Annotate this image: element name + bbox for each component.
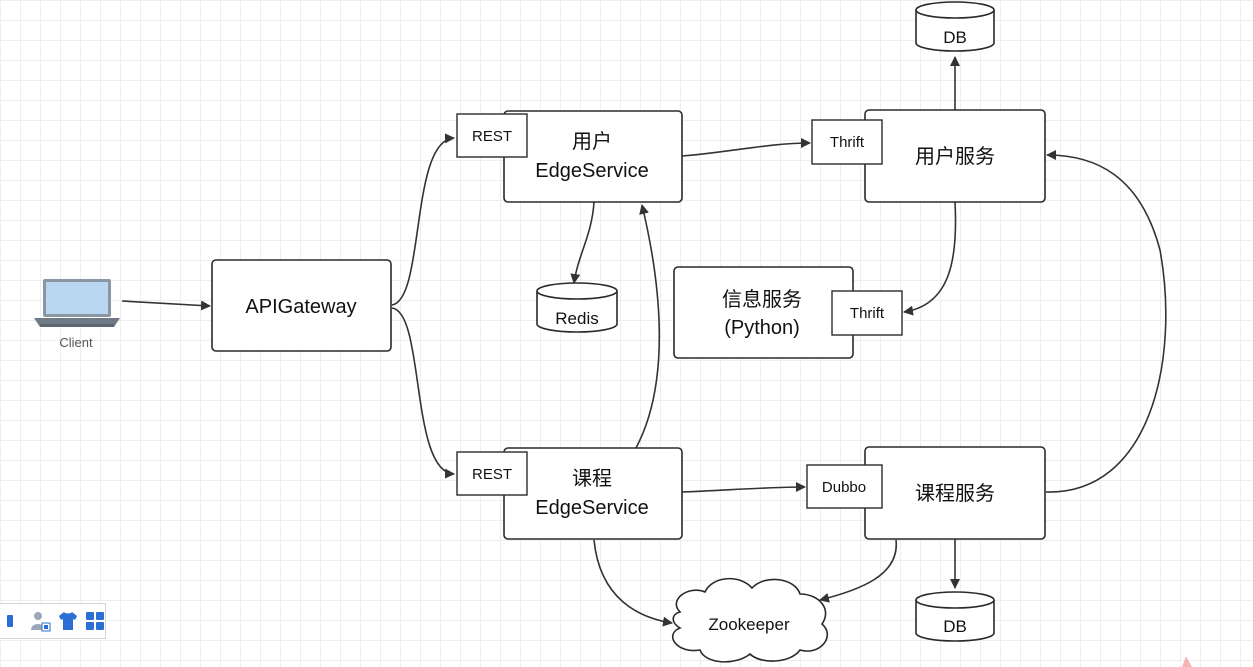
bottom-toolbar (0, 603, 106, 639)
course-edge-service-node: 课程 EdgeService REST (456, 447, 683, 540)
edge-user-service-to-info-thrift (903, 201, 957, 316)
edge-course-service-to-user-service (1045, 150, 1167, 493)
edge-user-edge-to-thrift (681, 138, 811, 157)
user-edge-rest-tag: REST (472, 128, 512, 145)
grid-icon[interactable] (85, 609, 106, 633)
edge-user-edge-to-redis (570, 201, 595, 284)
info-service-line1: 信息服务 (722, 288, 802, 311)
edge-gateway-to-course-edge (391, 307, 455, 479)
shirt-icon[interactable] (57, 609, 79, 633)
edge-course-service-to-zookeeper (819, 539, 897, 603)
course-edge-line2: EdgeService (535, 497, 648, 519)
info-service-node: 信息服务 (Python) Thrift (673, 266, 903, 359)
zookeeper-label: Zookeeper (708, 615, 790, 634)
course-service-node: 课程服务 Dubbo (806, 446, 1046, 540)
edge-course-edge-to-zookeeper (593, 539, 673, 627)
corner-mark (1182, 656, 1192, 667)
page-icon[interactable] (2, 609, 23, 633)
api-gateway-label: APIGateway (245, 296, 356, 318)
course-service-dubbo-tag: Dubbo (822, 479, 866, 496)
course-service-label: 课程服务 (915, 482, 995, 505)
connectors (121, 56, 1167, 627)
laptop-icon (34, 279, 120, 327)
client-node: Client (34, 279, 120, 350)
db-bottom-node: DB (915, 591, 995, 642)
redis-node: Redis (536, 282, 618, 333)
user-edge-service-node: 用户 EdgeService REST (456, 110, 683, 203)
redis-label: Redis (555, 309, 598, 328)
info-service-thrift-tag: Thrift (850, 305, 885, 322)
db-bottom-label: DB (943, 617, 967, 636)
db-top-node: DB (915, 1, 995, 52)
edge-gateway-to-user-edge (391, 133, 455, 306)
client-label: Client (59, 335, 93, 350)
user-edge-line1: 用户 (572, 130, 612, 153)
api-gateway-node: APIGateway (211, 259, 392, 352)
db-top-label: DB (943, 28, 967, 47)
user-service-label: 用户服务 (915, 145, 995, 168)
edge-client-to-gateway (121, 300, 211, 311)
info-service-line2: (Python) (724, 317, 800, 339)
user-service-node: 用户服务 Thrift (811, 109, 1046, 203)
user-service-thrift-tag: Thrift (830, 134, 865, 151)
zookeeper-node: Zookeeper (671, 577, 828, 663)
course-edge-rest-tag: REST (472, 466, 512, 483)
edge-course-edge-to-user-edge (635, 204, 661, 449)
edge-course-edge-to-dubbo (681, 482, 806, 493)
course-edge-line1: 课程 (572, 467, 612, 490)
user-icon[interactable] (29, 609, 51, 633)
user-edge-line2: EdgeService (535, 160, 648, 182)
